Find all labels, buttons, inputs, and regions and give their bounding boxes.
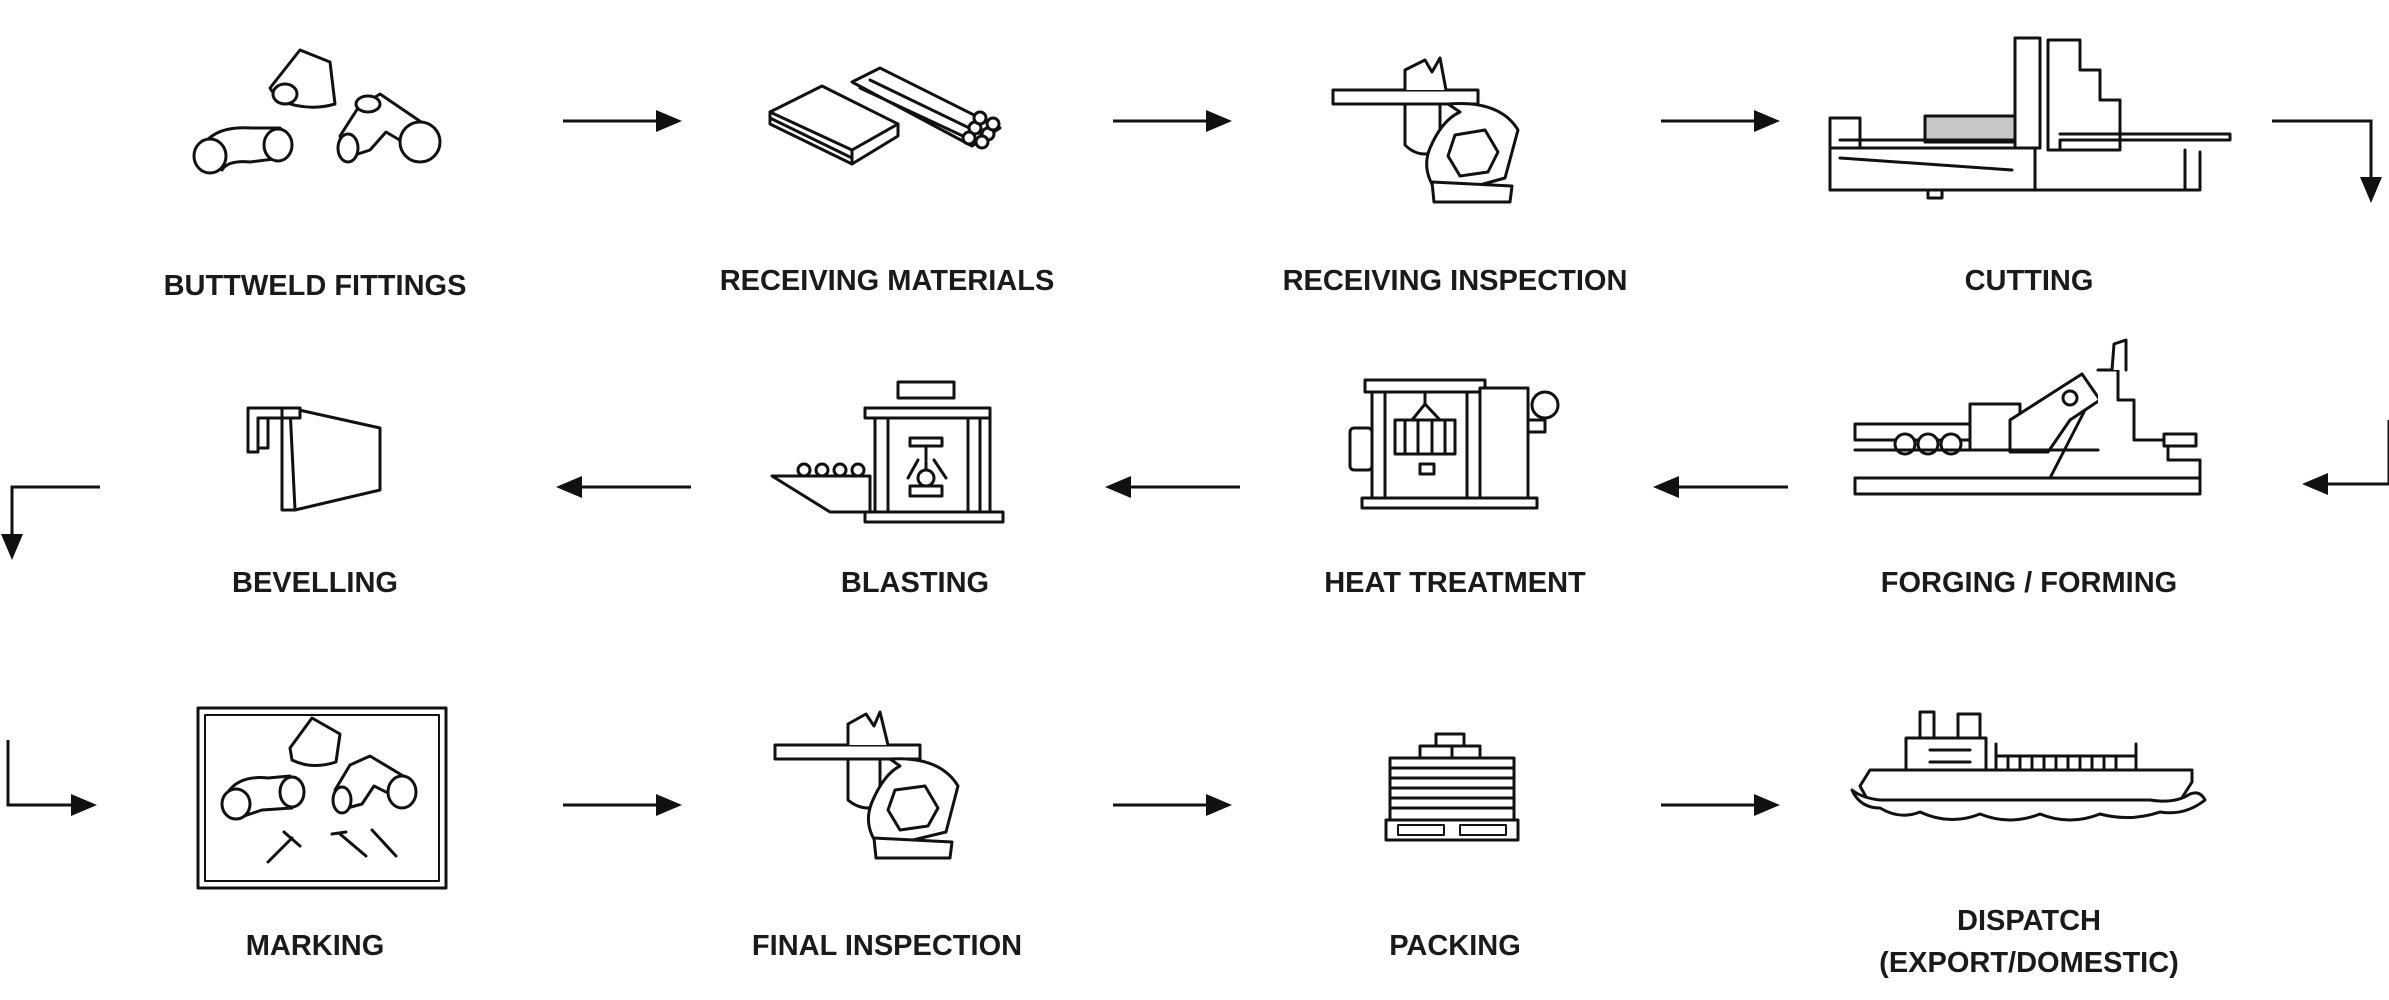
label-forging-forming: FORGING / FORMING [1881, 567, 2177, 599]
label-final-inspection: FINAL INSPECTION [752, 930, 1022, 962]
heat-treatment-icon [1348, 378, 1560, 510]
label-packing: PACKING [1389, 930, 1521, 962]
packing-icon [1384, 732, 1520, 842]
arrow-turn-right [6, 740, 97, 816]
cutting-icon [1828, 36, 2232, 200]
arrow-right [1113, 794, 1232, 816]
label-dispatch-line2: (EXPORT/DOMESTIC) [1879, 947, 2179, 979]
arrow-turn-left [2302, 420, 2389, 495]
label-blasting: BLASTING [841, 567, 989, 599]
arrow-right [563, 110, 682, 132]
label-bevelling: BEVELLING [232, 567, 398, 599]
arrow-right [1113, 110, 1232, 132]
dispatch-icon [1850, 710, 2207, 822]
receiving-materials-icon [768, 66, 1002, 166]
label-marking: MARKING [246, 930, 385, 962]
label-receiving-inspection: RECEIVING INSPECTION [1283, 265, 1628, 297]
bevelling-icon [246, 406, 382, 512]
label-dispatch-line1: DISPATCH [1957, 905, 2101, 937]
arrow-right [563, 794, 682, 816]
arrow-right [1661, 110, 1780, 132]
receiving-inspection-icon [1331, 56, 1520, 204]
arrow-left [1105, 476, 1240, 498]
forging-forming-icon [1853, 338, 2202, 496]
marking-icon [196, 706, 448, 890]
label-buttweld-fittings: BUTTWELD FITTINGS [164, 270, 467, 302]
arrow-turn-down [2272, 119, 2382, 203]
label-receiving-materials: RECEIVING MATERIALS [720, 265, 1055, 297]
arrow-turn-down [1, 485, 100, 560]
label-cutting: CUTTING [1965, 265, 2094, 297]
arrow-left [1653, 476, 1788, 498]
arrow-right [1661, 794, 1780, 816]
buttweld-fittings-icon [192, 48, 442, 175]
blasting-icon [770, 380, 1005, 524]
arrow-left [556, 476, 691, 498]
label-heat-treatment: HEAT TREATMENT [1324, 567, 1586, 599]
final-inspection-icon [773, 710, 960, 860]
